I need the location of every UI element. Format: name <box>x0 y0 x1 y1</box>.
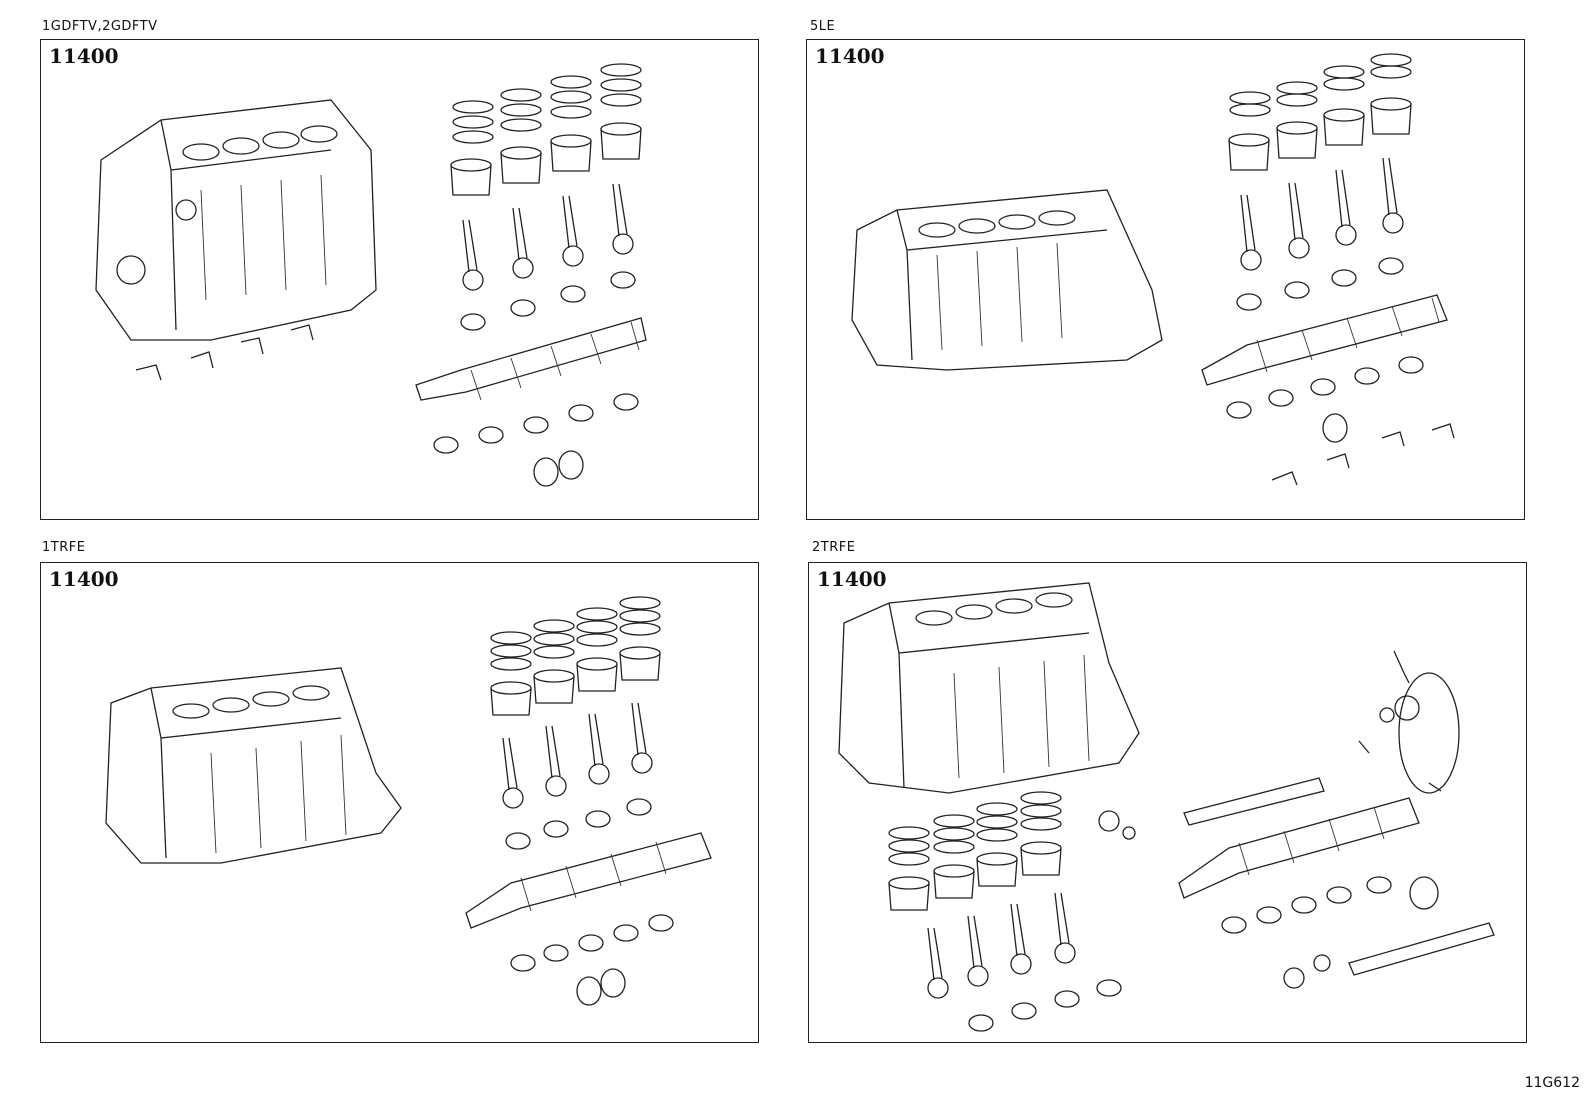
engine-parts-diagram <box>105 596 712 1006</box>
piston-icon <box>888 841 1062 911</box>
thrust-washer-icon <box>1409 876 1439 910</box>
engine-block-icon <box>95 99 377 341</box>
timing-chain-icon <box>1358 650 1460 794</box>
crankshaft-icon <box>1178 797 1420 899</box>
piston-ring-icon <box>1229 53 1412 117</box>
balance-shaft-icon <box>1098 777 1495 989</box>
part-code: 11400 <box>49 567 119 591</box>
connecting-rod-icon <box>927 892 1076 999</box>
oil-jet-icon <box>1271 413 1455 486</box>
piston-icon <box>1228 97 1412 171</box>
diagram-panel-2trfe[interactable]: 11400 <box>808 562 1527 1043</box>
crankshaft-icon <box>415 317 647 401</box>
thrust-washer-icon <box>533 450 584 487</box>
part-code: 11400 <box>817 567 887 591</box>
bearing-icon <box>505 798 674 972</box>
bearing-icon <box>433 271 639 454</box>
piston-ring-icon <box>888 791 1062 866</box>
engine-label-1trfe: 1TRFE <box>42 540 86 555</box>
connecting-rod-icon <box>1240 157 1404 271</box>
engine-parts-diagram <box>851 53 1455 486</box>
engine-label-5le: 5LE <box>810 19 836 34</box>
diagram-panel-5le[interactable]: 11400 <box>806 39 1525 520</box>
part-code: 11400 <box>815 44 885 68</box>
bearing-icon <box>1226 257 1424 419</box>
thrust-washer-icon <box>576 968 626 1006</box>
engine-parts-diagram <box>838 582 1495 1032</box>
connecting-rod-icon <box>502 702 653 809</box>
part-code: 11400 <box>49 44 119 68</box>
piston-ring-icon <box>490 596 661 671</box>
engine-label-1gdftv: 1GDFTV,2GDFTV <box>42 19 158 34</box>
diagram-panel-1gdftv[interactable]: 11400 <box>40 39 759 520</box>
bearing-icon <box>968 876 1392 1032</box>
sheet-code: 11G612 <box>1524 1075 1580 1091</box>
piston-ring-icon <box>452 63 642 144</box>
engine-block-icon <box>105 667 402 864</box>
engine-parts-diagram <box>95 63 647 487</box>
piston-icon <box>490 646 661 716</box>
oil-jet-icon <box>135 324 314 381</box>
crankshaft-icon <box>1201 294 1448 386</box>
engine-block-icon <box>851 189 1163 371</box>
engine-label-2trfe: 2TRFE <box>812 540 856 555</box>
crankshaft-icon <box>465 832 712 929</box>
piston-icon <box>450 122 642 196</box>
diagram-panel-1trfe[interactable]: 11400 <box>40 562 759 1043</box>
engine-block-icon <box>838 582 1140 794</box>
connecting-rod-icon <box>462 183 634 291</box>
